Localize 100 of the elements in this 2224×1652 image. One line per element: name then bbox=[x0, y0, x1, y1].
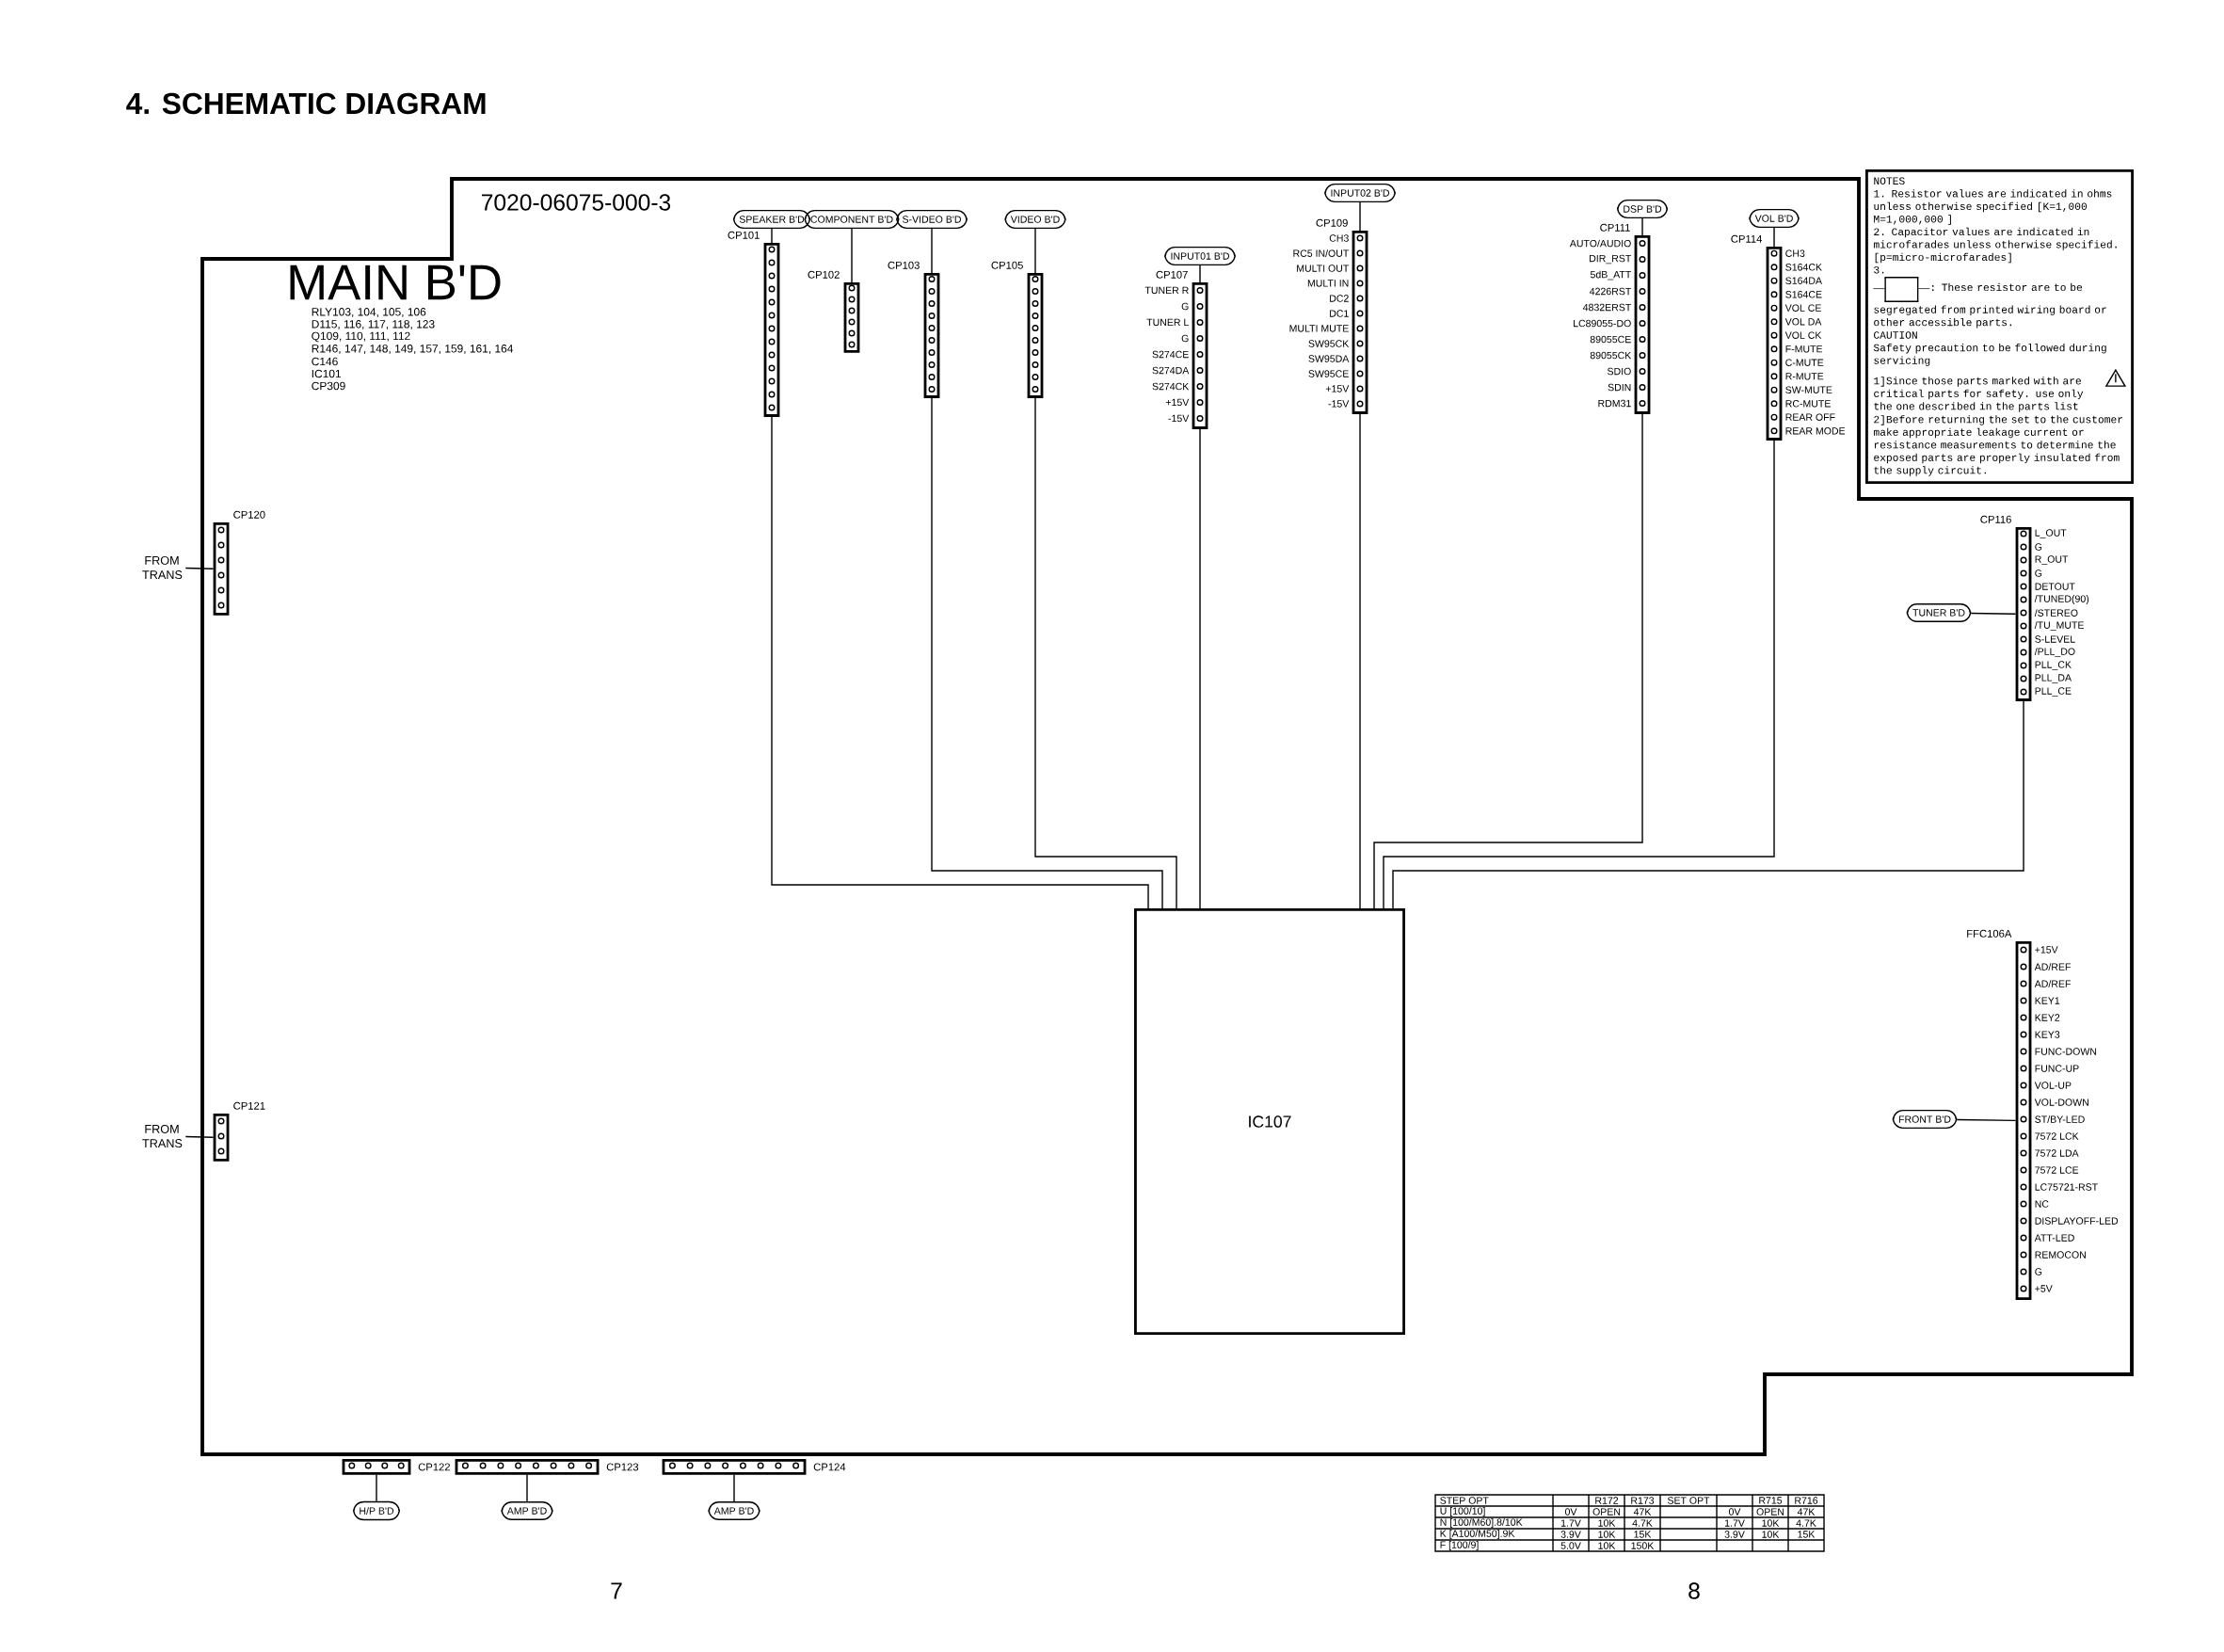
wire bbox=[526, 1474, 528, 1502]
wire bbox=[1641, 217, 1643, 236]
table-cell: 4.7K bbox=[1796, 1519, 1816, 1527]
wire bbox=[771, 228, 773, 244]
node-label: CP102 bbox=[808, 270, 840, 279]
board-tag: SPEAKER B'D bbox=[732, 209, 811, 230]
wire bbox=[1392, 700, 2024, 909]
part-list: RLY103, 104, 105, 106 bbox=[312, 308, 426, 317]
node-label: CP121 bbox=[233, 1101, 265, 1110]
board-tag: VIDEO B'D bbox=[1004, 209, 1066, 230]
table-cell: 15K bbox=[1634, 1531, 1652, 1538]
board-tag: FRONT B'D bbox=[1892, 1109, 1958, 1130]
wire bbox=[1373, 413, 1643, 909]
table-cell: 10K bbox=[1762, 1531, 1780, 1538]
part-list: IC101 bbox=[312, 369, 342, 378]
node-label: CP124 bbox=[813, 1463, 846, 1471]
node-label: CP123 bbox=[606, 1463, 639, 1471]
node-label: CP109 bbox=[1316, 218, 1348, 227]
table-cell: K [A100/M50].9K bbox=[1440, 1530, 1515, 1539]
connector: CP102 bbox=[808, 270, 860, 353]
table-cell: 10K bbox=[1762, 1519, 1780, 1527]
board-tag: AMP B'D bbox=[708, 1501, 760, 1520]
part-number: 7020-06075-000-3 bbox=[482, 194, 671, 211]
pin-label: REAR MODE bbox=[1785, 427, 1846, 435]
wire bbox=[1199, 265, 1201, 283]
node-label: CP107 bbox=[1156, 270, 1188, 279]
table-cell: 3.9V bbox=[1724, 1531, 1745, 1538]
board-tag: AMP B'D bbox=[501, 1501, 553, 1520]
table-cell: 10K bbox=[1598, 1542, 1616, 1549]
part-list: D115, 116, 117, 118, 123 bbox=[312, 320, 435, 329]
part-list: R146, 147, 148, 149, 157, 159, 161, 164 bbox=[312, 345, 514, 354]
table-cell: N [100/M60].8/10K bbox=[1440, 1518, 1523, 1528]
table-cell: U [100/10] bbox=[1440, 1507, 1485, 1516]
node-label: FFC106A bbox=[1967, 929, 2012, 938]
node-label: CP101 bbox=[728, 231, 760, 239]
page-number: 8 bbox=[1688, 1582, 1700, 1599]
connector: CP116 bbox=[1980, 515, 2032, 701]
part-list: CP309 bbox=[312, 381, 345, 391]
table-cell: 0V bbox=[1728, 1508, 1741, 1516]
title: 4. SCHEMATIC DIAGRAM bbox=[126, 92, 486, 115]
node-label: CP111 bbox=[1600, 223, 1630, 232]
table-cell: OPEN bbox=[1756, 1508, 1784, 1516]
table-cell: 4.7K bbox=[1632, 1519, 1653, 1527]
source-label: FROM TRANS bbox=[142, 555, 183, 580]
connector: CP121 bbox=[213, 1101, 265, 1162]
node-label: CP103 bbox=[888, 261, 920, 269]
table-cell: R716 bbox=[1795, 1497, 1818, 1504]
board-tag: INPUT01 B'D bbox=[1164, 246, 1236, 266]
board-tag: S-VIDEO B'D bbox=[896, 209, 968, 230]
table-cell: 1.7V bbox=[1725, 1519, 1745, 1527]
table-cell: 0V bbox=[1564, 1508, 1577, 1516]
wire bbox=[1970, 612, 2017, 616]
table-cell: 1.7V bbox=[1561, 1519, 1581, 1527]
board-tag: VOL B'D bbox=[1749, 208, 1800, 229]
connector: CP120 bbox=[213, 510, 265, 616]
connector: CP122 bbox=[342, 1459, 450, 1475]
pin-label: TUNER R bbox=[1144, 286, 1189, 295]
wire bbox=[1034, 397, 1177, 909]
connector: CP123 bbox=[455, 1459, 639, 1475]
wire bbox=[376, 1474, 377, 1502]
wire bbox=[1359, 413, 1361, 909]
wire bbox=[1034, 228, 1036, 274]
board-tag: TUNER B'D bbox=[1906, 603, 1972, 622]
table-cell: 10K bbox=[1598, 1531, 1616, 1538]
board-tag: COMPONENT B'D bbox=[804, 209, 900, 230]
table-cell: 47K bbox=[1633, 1508, 1652, 1516]
node-label: CP116 bbox=[1980, 515, 2011, 523]
table-cell: 10K bbox=[1598, 1519, 1616, 1527]
connector: CP103 bbox=[888, 261, 940, 398]
notes-box: NOTES 1. Resistor values are indicated in ohms unless otherwise specified [K=1,000 M=1,000,000 ] 2. Capacitor values are indicated in microfarades unless otherwise specified. [p=micro-microfarades] 3. : These resistor are to be segregated from printed wiring board or other accessible parts. CAUTION Safety precaution to be followed during servicing 1]Since those parts marked with are critical parts for safety. use only the one described in the parts list 2]Before returning the set to the customer make appropriate leakage current or resistance measurements to determine the exposed parts are properly insulated from the supply circuit. bbox=[1865, 169, 2134, 485]
wire bbox=[1383, 440, 1775, 909]
table-cell: OPEN bbox=[1592, 1508, 1621, 1516]
wire bbox=[1956, 1118, 2017, 1122]
board-tag: H/P B'D bbox=[353, 1500, 400, 1521]
table-cell: 47K bbox=[1797, 1508, 1816, 1516]
ic-chip: IC107 bbox=[1134, 908, 1405, 1336]
part-list: C146 bbox=[312, 357, 338, 366]
part-list: Q109, 110, 111, 112 bbox=[312, 331, 410, 343]
wire bbox=[771, 416, 1149, 909]
node-label: CP114 bbox=[1731, 234, 1763, 243]
table-cell: 15K bbox=[1798, 1531, 1816, 1538]
table-cell: R173 bbox=[1631, 1497, 1655, 1504]
node-label: CP105 bbox=[991, 261, 1023, 269]
pin-label: CH3 bbox=[1785, 249, 1805, 257]
table-cell: F [100/9] bbox=[1440, 1541, 1479, 1550]
table-cell: 5.0V bbox=[1560, 1542, 1581, 1549]
table-cell: R172 bbox=[1595, 1497, 1619, 1504]
wire bbox=[733, 1474, 735, 1502]
board-tag: INPUT02 B'D bbox=[1324, 183, 1396, 203]
table-cell: 3.9V bbox=[1560, 1531, 1581, 1538]
source-label: FROM TRANS bbox=[142, 1124, 183, 1148]
table-cell: STEP OPT bbox=[1440, 1497, 1489, 1504]
connector: CP101 bbox=[728, 231, 780, 417]
table-cell: 150K bbox=[1631, 1542, 1655, 1549]
wire bbox=[1199, 428, 1201, 909]
board-title: MAIN B'D bbox=[290, 265, 501, 300]
page-number: 7 bbox=[611, 1582, 622, 1599]
wire bbox=[851, 228, 853, 283]
connector: CP124 bbox=[662, 1459, 846, 1475]
table-cell: SET OPT bbox=[1667, 1497, 1710, 1504]
